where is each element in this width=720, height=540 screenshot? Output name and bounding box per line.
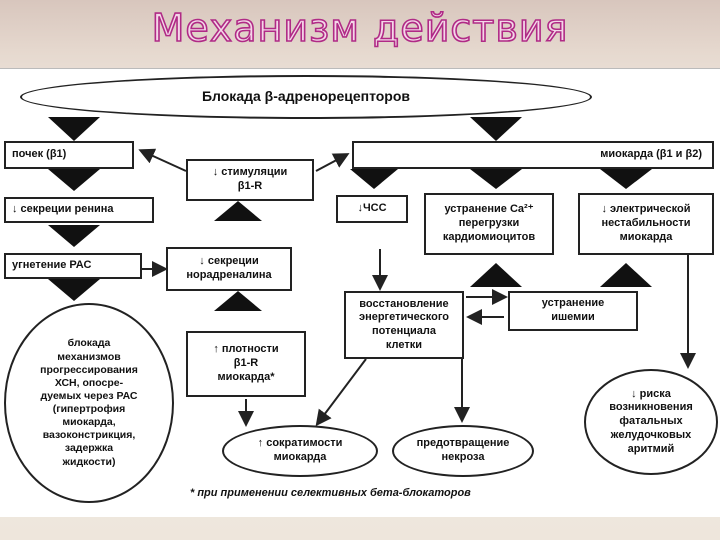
contractility-node: ↑ сократимости миокарда	[222, 425, 378, 477]
kidneys-node: почек (β1)	[4, 141, 134, 169]
ras-node: угнетение РАС	[4, 253, 142, 279]
risk-node: ↓ риска возникновения фатальных желудочк…	[584, 369, 718, 475]
ischemia-node: устранение ишемии	[508, 291, 638, 331]
triangle-up-electric	[600, 263, 652, 287]
triangle-myo-electric	[600, 169, 652, 189]
triangle-renin-ras	[48, 225, 100, 247]
triangle-up-ca	[470, 263, 522, 287]
diagram-panel: Блокада β-адренорецепторов почек (β1) ми…	[0, 68, 720, 517]
triangle-kidneys-renin	[48, 169, 100, 191]
triangle-myo-ca	[470, 169, 522, 189]
triangle-up-stim	[214, 201, 262, 221]
necrosis-node: предотвращение некроза	[392, 425, 534, 477]
noradrenaline-node: ↓ секреции норадреналина	[166, 247, 292, 291]
triangle-myo-hr	[350, 169, 398, 189]
triangle-up-norad	[214, 291, 262, 311]
stimulation-node: ↓ стимуляции β1-R	[186, 159, 314, 201]
calcium-node: устранение Ca²⁺ перегрузки кардиомиоцито…	[424, 193, 554, 255]
root-node: Блокада β-адренорецепторов	[20, 75, 592, 119]
blockade-node: блокада механизмов прогрессирования ХСН,…	[4, 303, 174, 503]
triangle-root-kidneys	[48, 117, 100, 141]
slide-title: Механизм действия	[151, 5, 569, 51]
electric-node: ↓ электрической нестабильности миокарда	[578, 193, 714, 255]
myocardium-node: миокарда (β1 и β2)	[352, 141, 714, 169]
triangle-ras-blockade	[48, 279, 100, 301]
triangle-root-myocardium	[470, 117, 522, 141]
energy-node: восстановление энергетического потенциал…	[344, 291, 464, 359]
footnote: * при применении селективных бета-блокат…	[190, 487, 471, 499]
renin-node: ↓ секреции ренина	[4, 197, 154, 223]
density-node: ↑ плотности β1-R миокарда*	[186, 331, 306, 397]
heart-rate-node: ↓ЧСС	[336, 195, 408, 223]
arrow-layer	[48, 117, 696, 427]
